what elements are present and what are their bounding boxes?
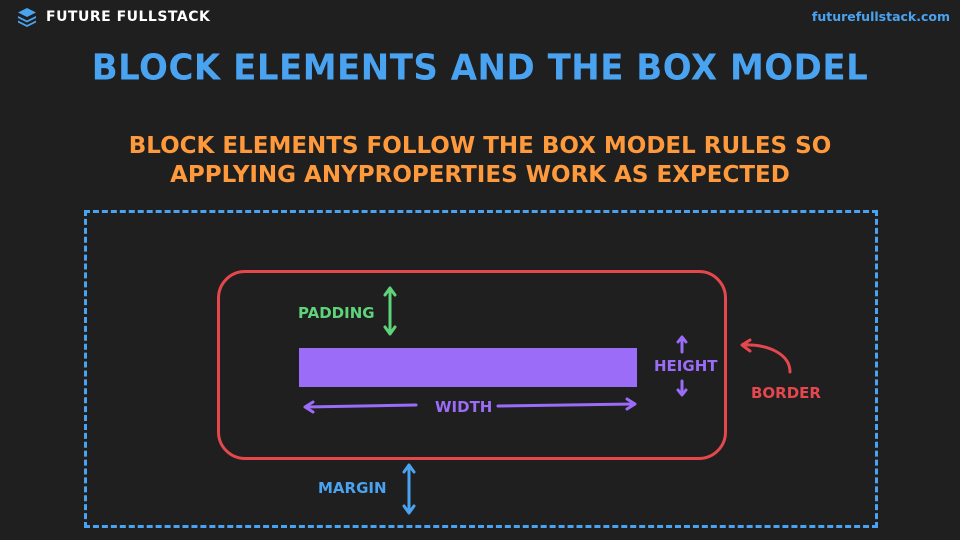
border-box — [217, 270, 727, 460]
margin-arrow-icon — [402, 463, 416, 515]
border-label: BORDER — [751, 384, 821, 402]
width-label: WIDTH — [435, 398, 493, 416]
slide-title: BLOCK ELEMENTS AND THE BOX MODEL — [91, 47, 869, 89]
layers-icon — [18, 8, 36, 27]
padding-label: PADDING — [298, 304, 375, 322]
brand-logo[interactable]: FUTURE FULLSTACK — [16, 6, 210, 28]
subtitle-line-2: APPLYING ANYPROPERTIES WORK AS EXPECTED — [170, 162, 790, 188]
brand-name: FUTURE FULLSTACK — [46, 9, 211, 25]
border-pointer-arrow-icon — [740, 338, 792, 374]
height-label: HEIGHT — [654, 357, 718, 375]
height-arrow-icon — [676, 335, 688, 397]
margin-label: MARGIN — [318, 479, 387, 497]
slide-subtitle: BLOCK ELEMENTS FOLLOW THE BOX MODEL RULE… — [0, 132, 960, 190]
margin-box — [84, 210, 878, 528]
subtitle-line-1: BLOCK ELEMENTS FOLLOW THE BOX MODEL RULE… — [128, 133, 832, 159]
content-box — [299, 348, 637, 387]
padding-arrow-icon — [383, 286, 397, 336]
width-arrow-icon — [303, 397, 637, 414]
site-url-link[interactable]: futurefullstack.com — [811, 9, 950, 24]
